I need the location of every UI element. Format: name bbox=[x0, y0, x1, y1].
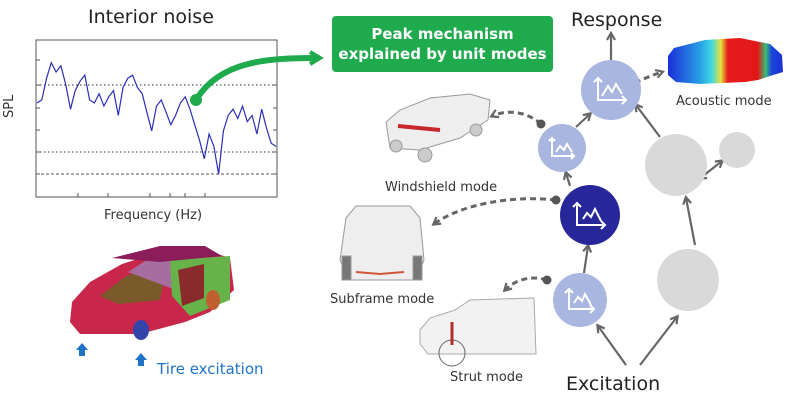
bidirectional-arrow bbox=[703, 161, 722, 176]
green-arrow-dot bbox=[190, 94, 202, 106]
subframe-mode-dashed-arrow bbox=[434, 197, 557, 224]
spl-series-line bbox=[36, 61, 277, 175]
windshield-mode-label: Windshield mode bbox=[385, 180, 498, 195]
x-axis-label: Frequency (Hz) bbox=[104, 208, 203, 223]
callout-line-1: Peak mechanism bbox=[371, 25, 514, 43]
excitation-arrow bbox=[639, 317, 677, 366]
windshield-mode-car-image bbox=[385, 93, 491, 163]
tire-excitation-car-image bbox=[70, 246, 234, 340]
excitation-arrow bbox=[598, 326, 627, 366]
response-label: Response bbox=[571, 9, 663, 31]
subframe-node bbox=[560, 185, 620, 245]
tire-excitation-label: Tire excitation bbox=[157, 360, 264, 378]
strut-node bbox=[553, 273, 607, 327]
grey-node bbox=[719, 132, 755, 168]
node-arrow bbox=[575, 114, 590, 128]
node-arrow bbox=[636, 105, 661, 138]
node-arrow bbox=[584, 246, 588, 274]
node-arrow bbox=[686, 198, 697, 246]
acoustic-mode-label: Acoustic mode bbox=[676, 94, 772, 109]
subframe-mode-label: Subframe mode bbox=[330, 292, 435, 307]
frf-icon bbox=[593, 76, 628, 105]
windshield-mode-dashed-arrow bbox=[492, 112, 542, 126]
green-arrow bbox=[193, 50, 324, 102]
mode-dot bbox=[536, 119, 546, 129]
node-arrow bbox=[566, 173, 570, 187]
windshield-node bbox=[538, 124, 586, 172]
excitation-label: Excitation bbox=[566, 373, 661, 395]
frf-icon bbox=[548, 136, 576, 160]
mode-dot bbox=[542, 275, 552, 285]
response-node bbox=[581, 60, 641, 120]
frf-icon bbox=[564, 287, 596, 314]
frf-icon bbox=[572, 201, 607, 230]
peak-mechanism-callout: Peak mechanism explained by unit modes bbox=[332, 16, 553, 72]
mode-dot bbox=[551, 195, 561, 205]
strut-mode-label: Strut mode bbox=[450, 370, 524, 385]
strut-mode-car-image bbox=[419, 297, 537, 367]
acoustic-mode-image bbox=[668, 38, 783, 84]
excitation-arrow-icon bbox=[76, 343, 147, 366]
grey-node bbox=[645, 134, 707, 196]
subframe-mode-car-image bbox=[339, 205, 425, 281]
grey-node bbox=[657, 249, 719, 311]
strut-mode-dashed-arrow bbox=[505, 276, 548, 290]
chart-title: Interior noise bbox=[88, 6, 214, 28]
callout-line-2: explained by unit modes bbox=[338, 45, 547, 63]
